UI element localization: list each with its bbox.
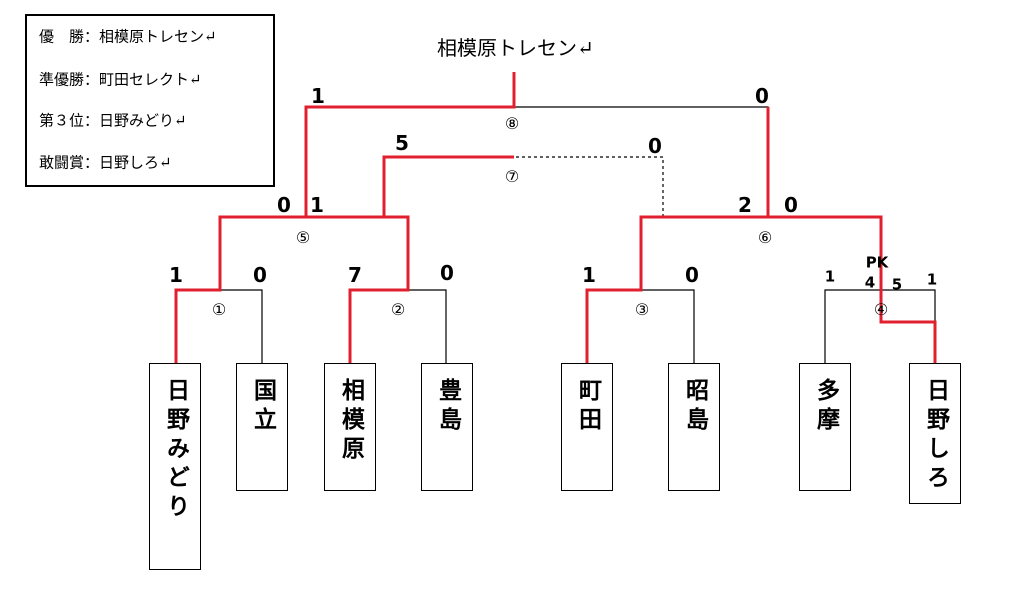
result-label: 第３位： [39,111,100,130]
team-name: 日野みどり [162,378,189,523]
team-name: 日野しろ [922,378,949,494]
match-number-5: ⑤ [295,228,311,247]
team-name: 昭島 [681,378,708,436]
team-box-machida: 町田 [561,363,613,491]
score-m3-left: 1 [582,263,596,287]
results-box: 優 勝：相模原トレセン↵ 準優勝：町田セレクト↵ 第３位：日野みどり↵ 敢闘賞：… [25,14,275,187]
score-m2-left: 7 [348,263,362,287]
score-m4-pk-right: 5 [891,275,903,294]
score-m2-right: 0 [440,261,454,285]
score-m4-right: 1 [926,270,938,289]
score-m7-right: 0 [648,134,662,158]
team-name: 国立 [249,378,276,436]
team-name: 豊島 [434,378,461,436]
match-number-4: ④ [873,300,889,319]
champion-title: 相模原トレセン↵ [437,36,594,60]
score-m4-pk-label: PK [865,253,889,272]
result-value: 町田セレクト↵ [99,70,202,89]
winner-path-hino-shiro [768,215,937,363]
team-name: 多摩 [812,378,839,436]
score-m6-left: 2 [738,193,752,217]
result-label: 敢闘賞： [39,153,100,172]
score-m5-right: 1 [310,193,324,217]
team-box-sagamihara: 相模原 [324,363,376,491]
match-number-3: ③ [634,300,650,319]
winner-path-third-place [382,155,514,217]
score-m4-left: 1 [824,267,836,286]
match-number-6: ⑥ [757,228,773,247]
result-label: 優 勝： [39,27,100,46]
result-champion: 優 勝：相模原トレセン↵ [39,26,217,47]
result-value: 相模原トレセン↵ [99,27,217,46]
match7-line [383,156,664,217]
match-number-7: ⑦ [504,167,520,186]
result-value: 日野みどり↵ [99,111,187,130]
match5-line [219,216,409,290]
match-number-1: ① [211,300,227,319]
match8-line [305,106,769,217]
team-box-akishima: 昭島 [668,363,720,491]
team-box-hino-shiro: 日野しろ [909,363,961,504]
team-box-toshima: 豊島 [421,363,473,491]
team-name: 相模原 [337,378,364,465]
score-m8-right: 0 [755,84,769,108]
match-number-2: ② [390,300,406,319]
result-value: 日野しろ↵ [99,153,172,172]
team-name: 町田 [574,378,601,436]
score-m5-left: 0 [277,193,291,217]
result-label: 準優勝： [39,70,100,89]
team-box-kunitachi: 国立 [236,363,288,491]
score-m1-right: 0 [253,263,267,287]
winner-path-hino-midori-final [174,72,516,363]
score-m4-pk-left: 4 [864,273,876,292]
match-number-8: ⑧ [504,114,520,133]
score-m7-left: 5 [395,131,409,155]
result-fighting-spirit: 敢闘賞：日野しろ↵ [39,152,172,173]
team-box-tama: 多摩 [799,363,851,491]
score-m8-left: 1 [311,84,325,108]
winner-path-machida [585,107,770,363]
result-runner-up: 準優勝：町田セレクト↵ [39,69,202,90]
score-m3-right: 0 [685,263,699,287]
score-m1-left: 1 [169,263,183,287]
score-m6-right: 0 [784,193,798,217]
winner-path-sagamihara [306,215,410,363]
team-box-hino-midori: 日野みどり [149,363,201,570]
result-third-place: 第３位：日野みどり↵ [39,110,187,131]
